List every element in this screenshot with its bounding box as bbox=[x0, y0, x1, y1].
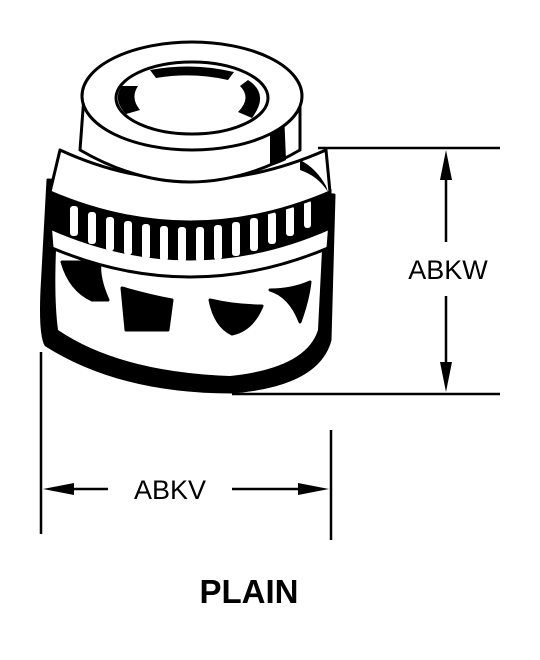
lower-slot-center bbox=[120, 286, 174, 332]
height-dimension-label: ABKW bbox=[408, 255, 488, 285]
width-dimension-label: ABKV bbox=[134, 475, 206, 505]
serration-teeth bbox=[70, 200, 311, 262]
threaded-bore bbox=[114, 60, 270, 136]
lower-slot-right bbox=[208, 298, 264, 336]
height-arrow-up bbox=[440, 150, 452, 180]
insert-part-illustration bbox=[40, 40, 336, 394]
bore-thread-right bbox=[238, 80, 261, 118]
lower-body-face bbox=[55, 250, 322, 376]
lower-slot-far-right bbox=[268, 280, 312, 324]
lower-slot-left bbox=[60, 260, 110, 302]
bore-thread-left bbox=[117, 86, 140, 114]
width-arrow-left bbox=[43, 483, 74, 495]
figure-caption: PLAIN bbox=[200, 573, 299, 610]
collar-shade bbox=[300, 160, 328, 192]
width-arrow-right bbox=[298, 483, 329, 495]
height-arrow-down bbox=[440, 362, 452, 392]
bore-thread-top bbox=[150, 66, 234, 80]
width-dimension bbox=[39, 352, 333, 540]
height-dimension bbox=[232, 146, 500, 396]
